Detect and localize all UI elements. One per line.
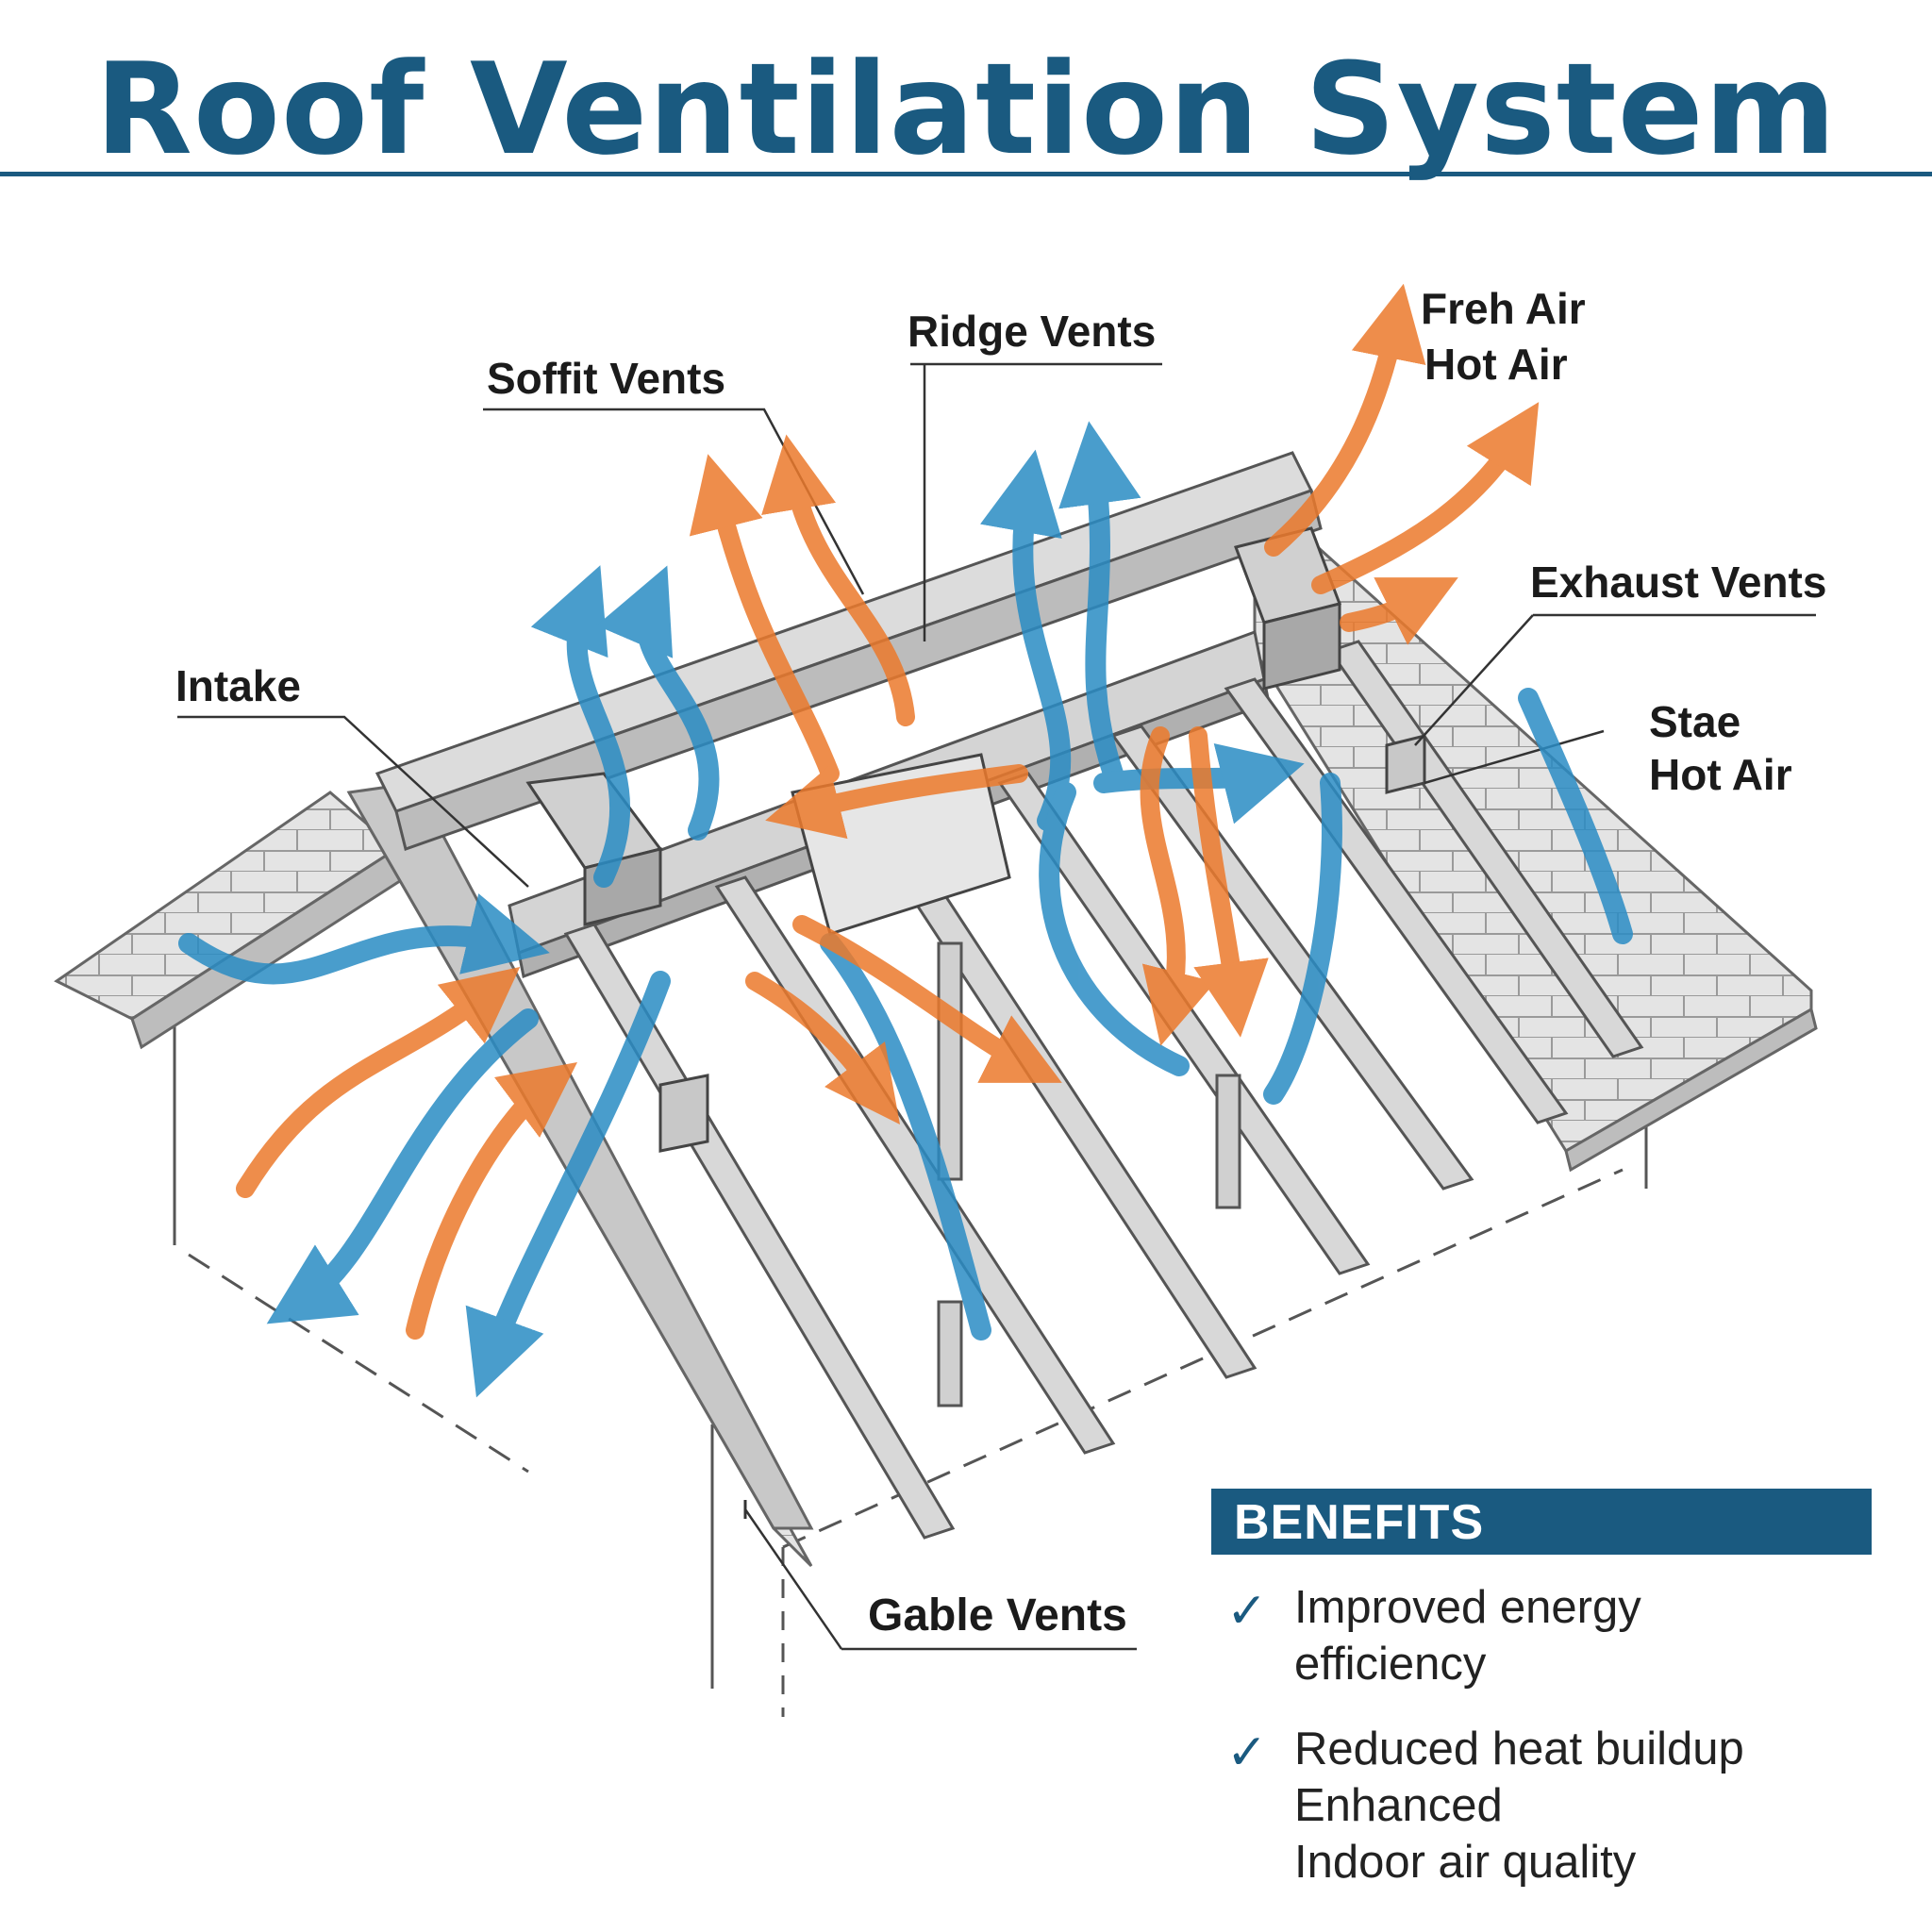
label-stale: Stae bbox=[1649, 697, 1741, 746]
hot-air-arrows bbox=[236, 283, 1540, 1340]
label-soffit-vents: Soffit Vents bbox=[487, 354, 726, 403]
benefit-line: Enhanced bbox=[1294, 1780, 1503, 1831]
benefits-panel: BENEFITS ✓ Improved energy efficiency ✓ … bbox=[1211, 1489, 1872, 1890]
leader-lines bbox=[177, 362, 1816, 1651]
label-exhaust-vents: Exhaust Vents bbox=[1530, 558, 1827, 607]
right-slope bbox=[1253, 487, 1818, 1173]
check-icon: ✓ bbox=[1226, 1584, 1268, 1639]
label-hot-air-mid: Hot Air bbox=[1649, 750, 1792, 799]
left-gable bbox=[54, 791, 408, 1050]
benefit-item: ✓ Improved energy efficiency bbox=[1211, 1579, 1872, 1692]
benefit-line: Indoor air quality bbox=[1294, 1837, 1637, 1888]
label-hot-air-top: Hot Air bbox=[1424, 340, 1568, 389]
house-walls bbox=[173, 972, 1648, 1717]
benefit-line: efficiency bbox=[1294, 1639, 1487, 1690]
benefits-heading: BENEFITS bbox=[1211, 1489, 1872, 1555]
benefit-line: Improved energy bbox=[1294, 1582, 1641, 1633]
page-title: Roof Ventilation System bbox=[94, 36, 1838, 183]
label-intake: Intake bbox=[175, 661, 301, 710]
check-icon: ✓ bbox=[1226, 1725, 1268, 1780]
benefit-line: Reduced heat buildup bbox=[1294, 1724, 1744, 1774]
label-gable-vents: Gable Vents bbox=[868, 1591, 1127, 1641]
label-fresh-air: Freh Air bbox=[1421, 284, 1586, 333]
label-ridge-vents: Ridge Vents bbox=[908, 307, 1157, 356]
benefit-item: ✓ Reduced heat buildup Enhanced Indoor a… bbox=[1211, 1721, 1872, 1890]
title-underline bbox=[0, 172, 1932, 176]
cool-air-arrows bbox=[178, 421, 1633, 1398]
